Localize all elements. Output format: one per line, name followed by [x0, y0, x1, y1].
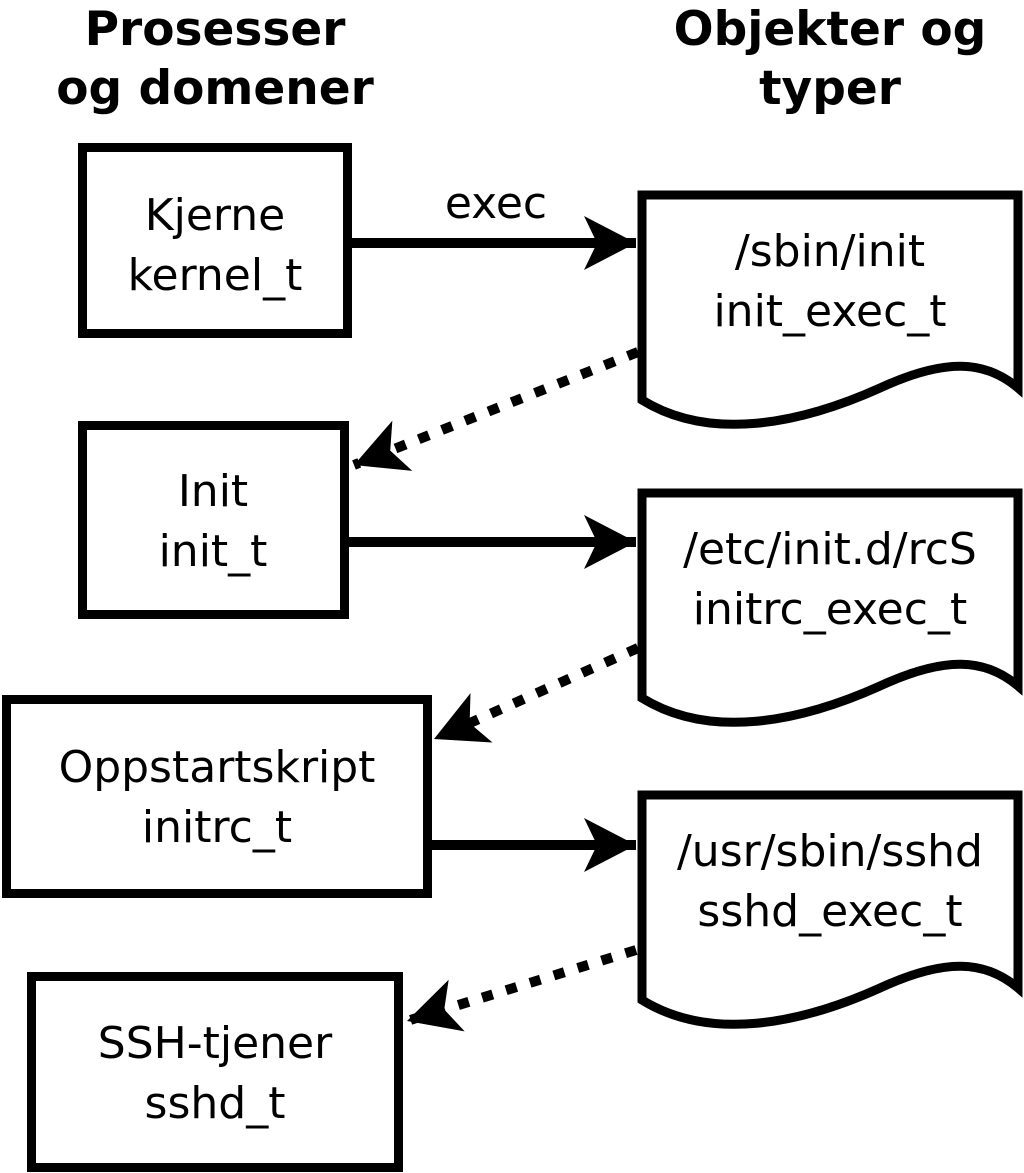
process-box-init-shape [78, 421, 349, 619]
document-usr-sbin-sshd-shape [637, 790, 1023, 1029]
process-box-kernel-shape [78, 143, 352, 338]
document-etc-initd-rcS-shape [637, 488, 1023, 727]
process-box-initrc: Oppstartskript initrc_t [2, 695, 432, 898]
process-box-sshd-domain: sshd_t [145, 1078, 286, 1129]
process-box-kernel-label: Kjerne [145, 190, 285, 241]
document-etc-initd-rcS: /etc/init.d/rcS initrc_exec_t [637, 488, 1023, 727]
process-box-init-domain: init_t [159, 526, 268, 577]
process-box-init: Init init_t [78, 421, 349, 619]
document-etc-initd-rcS-type: initrc_exec_t [693, 584, 967, 635]
column-header-processes: Prosesser og domener [56, 2, 374, 116]
exec-arrow-label: exec [445, 178, 547, 229]
column-header-processes-line1: Prosesser [85, 2, 347, 57]
document-usr-sbin-sshd: /usr/sbin/sshd sshd_exec_t [637, 790, 1023, 1029]
process-box-kernel: Kjerne kernel_t [78, 143, 352, 338]
column-header-objects-line1: Objekter og [674, 2, 987, 57]
column-header-objects: Objekter og typer [674, 2, 987, 116]
transition-arrow-rcS-to-initrc [431, 643, 641, 744]
document-usr-sbin-sshd-path: /usr/sbin/sshd [677, 826, 983, 877]
process-box-initrc-shape [2, 695, 432, 898]
process-box-initrc-domain: initrc_t [142, 802, 292, 853]
transition-arrow-sbin-init-to-init [352, 347, 640, 471]
document-sbin-init-type: init_exec_t [713, 286, 946, 337]
document-sbin-init: /sbin/init init_exec_t [637, 190, 1023, 429]
process-box-initrc-label: Oppstartskript [59, 742, 376, 793]
process-box-sshd: SSH-tjener sshd_t [27, 972, 403, 1172]
process-box-sshd-label: SSH-tjener [98, 1018, 333, 1069]
document-sbin-init-shape [637, 190, 1023, 429]
process-box-init-label: Init [178, 466, 248, 517]
column-header-objects-line2: typer [759, 61, 902, 116]
process-box-kernel-domain: kernel_t [128, 250, 303, 301]
document-usr-sbin-sshd-type: sshd_exec_t [697, 886, 962, 937]
process-box-sshd-shape [27, 972, 403, 1172]
document-sbin-init-path: /sbin/init [735, 226, 925, 277]
transition-arrow-sshd-to-sshd-t [405, 945, 638, 1032]
exec-arrow-kernel-to-sbin-init: exec [350, 178, 636, 270]
column-header-processes-line2: og domener [56, 61, 374, 116]
document-etc-initd-rcS-path: /etc/init.d/rcS [683, 524, 977, 575]
